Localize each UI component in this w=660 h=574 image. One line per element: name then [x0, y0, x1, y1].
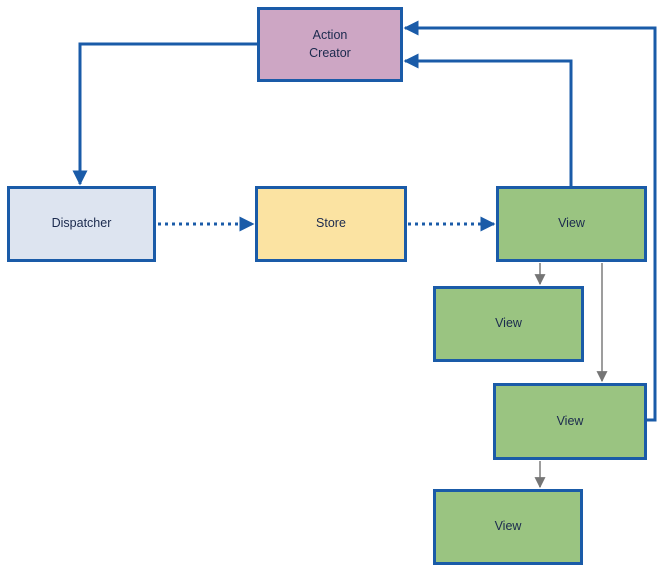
- node-store-label: Store: [316, 216, 346, 231]
- edge-view-to-action-creator: [403, 53, 573, 186]
- node-store[interactable]: Store: [255, 186, 407, 262]
- node-view-child-3-label: View: [494, 519, 522, 534]
- node-view-main[interactable]: View: [496, 186, 647, 262]
- node-view-child-2-label: View: [556, 413, 584, 428]
- node-view-child-1-label: View: [495, 316, 522, 331]
- node-dispatcher-label: Dispatcher: [51, 216, 112, 231]
- node-action-creator[interactable]: Action Creator: [257, 7, 403, 82]
- node-view-child-2[interactable]: View: [493, 383, 647, 460]
- node-dispatcher[interactable]: Dispatcher: [7, 186, 156, 262]
- node-action-creator-label: Action Creator: [309, 28, 351, 60]
- edge-action-creator-to-dispatcher: [72, 42, 257, 186]
- node-view-child-3[interactable]: View: [433, 489, 583, 565]
- node-view-main-label: View: [558, 216, 585, 231]
- node-view-child-1[interactable]: View: [433, 286, 584, 362]
